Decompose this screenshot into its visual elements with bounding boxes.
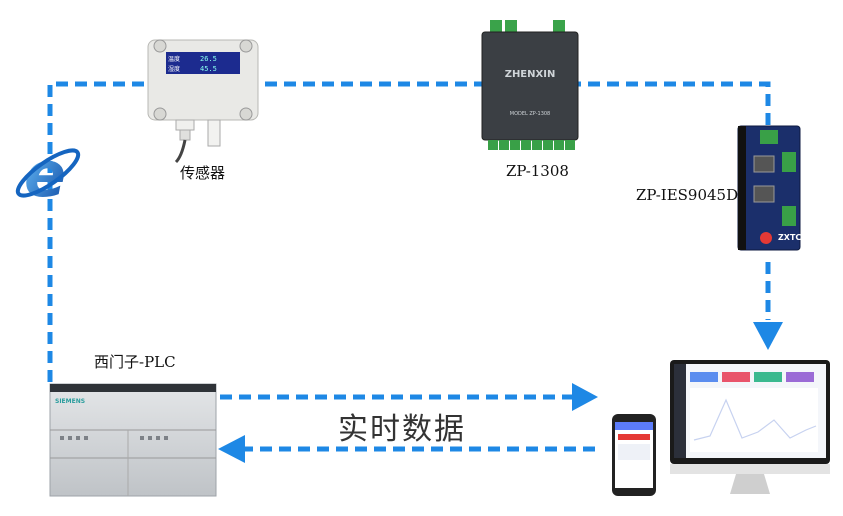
svg-text:温度: 温度: [168, 55, 180, 63]
plc-brand: SIEMENS: [55, 398, 85, 405]
sensor-temp-readout: 26.5: [200, 55, 217, 63]
monitor-device: [670, 360, 830, 494]
zp1308-label: ZP-1308: [506, 162, 569, 180]
gateway-label: ZP-IES9045D: [636, 186, 739, 204]
arrow-down-icon: [753, 322, 783, 350]
sensor-device: 温度 湿度 26.5 45.5: [147, 39, 259, 164]
sensor-humidity-readout: 45.5: [200, 65, 217, 73]
top-loop-line: [47, 81, 771, 382]
plc-label: 西门子-PLC: [94, 353, 176, 371]
sensor-label: 传感器: [180, 164, 226, 182]
arrow-left-icon: [218, 435, 245, 463]
connector-lines: [47, 81, 771, 452]
zp1308-model-text: MODEL ZP-1308: [510, 111, 551, 117]
zp1308-device: ZHENXIN MODEL ZP-1308: [481, 20, 579, 150]
realtime-data-label: 实时数据: [338, 412, 466, 447]
zp1308-brand: ZHENXIN: [505, 69, 556, 80]
phone-device: [612, 414, 656, 496]
svg-text:湿度: 湿度: [168, 65, 180, 73]
internet-explorer-icon: e: [15, 138, 81, 211]
gateway-brand: ZXTC: [778, 233, 801, 242]
gateway-device: ZXTC: [737, 125, 801, 251]
arrow-right-icon: [572, 383, 598, 411]
plc-device: SIEMENS: [49, 383, 217, 497]
